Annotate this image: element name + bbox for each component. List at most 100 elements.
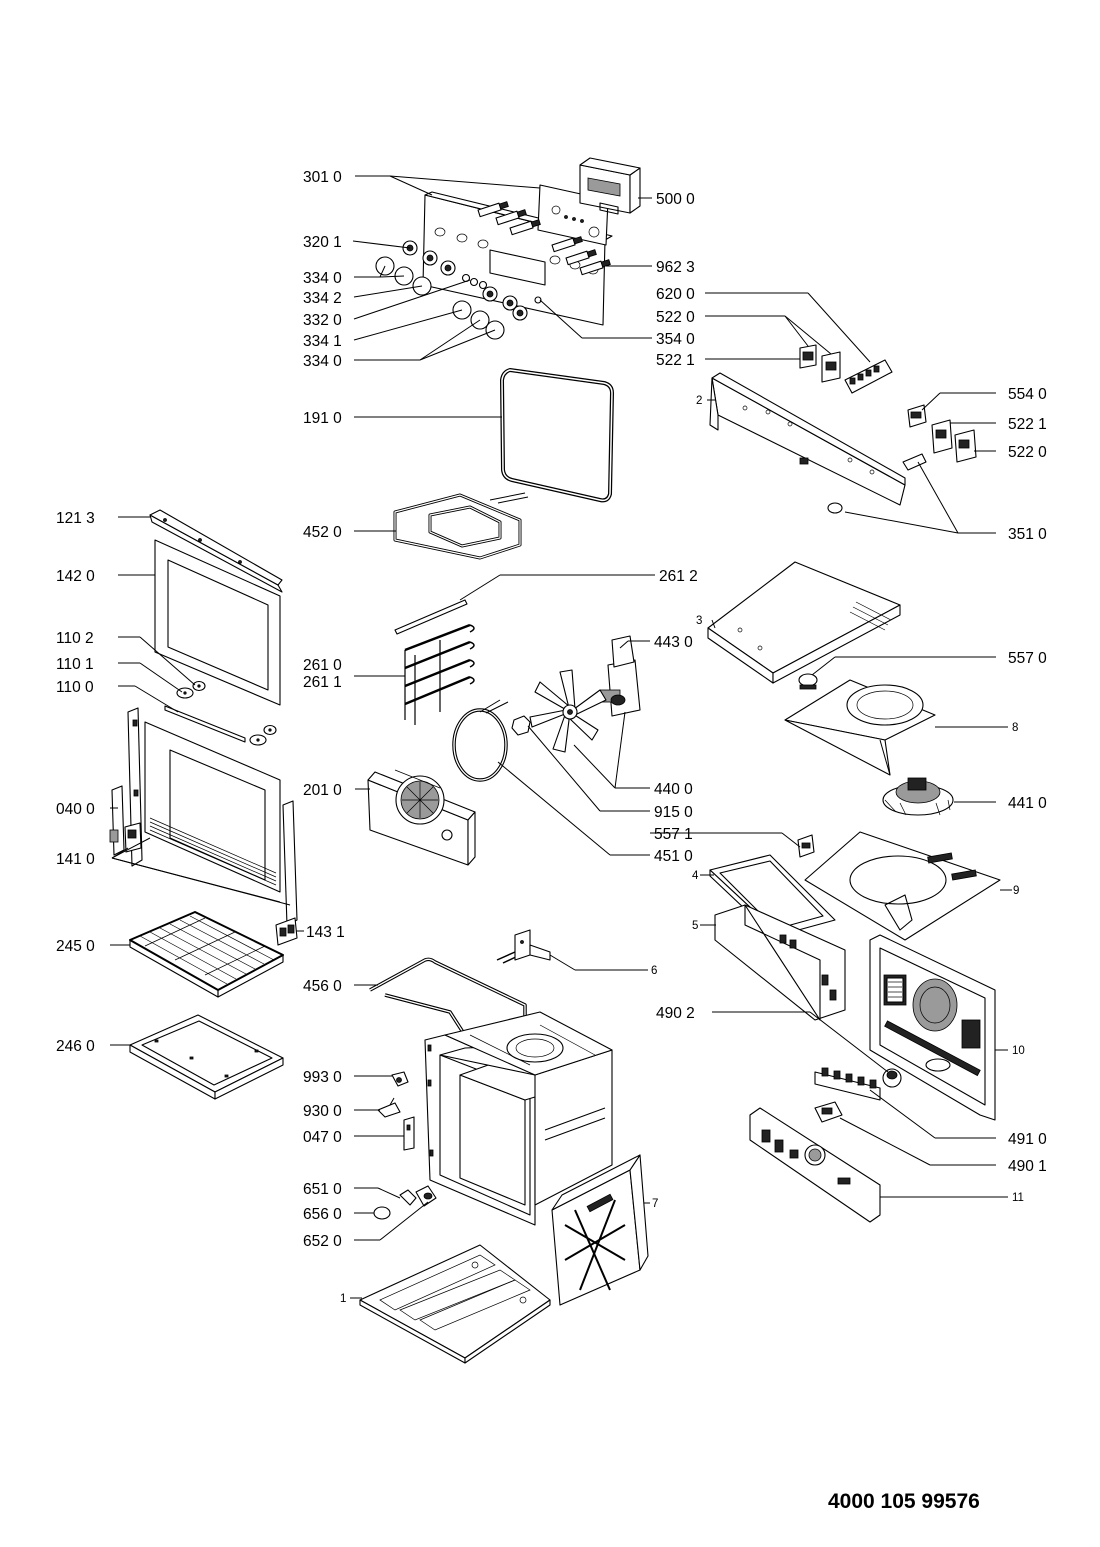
lower-bracket [749, 1107, 881, 1223]
door-hinge [109, 785, 125, 856]
label-651-0: 651 0 [303, 1181, 342, 1198]
label-452-0: 452 0 [303, 524, 342, 541]
outer-door-glass [154, 539, 281, 706]
label-4: 4 [692, 870, 699, 882]
label-040-0: 040 0 [56, 801, 95, 818]
label-443-0: 443 0 [654, 634, 693, 651]
label-8: 8 [1012, 722, 1018, 734]
wire-shelf [129, 911, 284, 998]
cooling-fan [882, 777, 954, 816]
label-6: 6 [651, 965, 657, 977]
label-334-1: 334 1 [303, 333, 342, 350]
label-334-0-bottom: 334 0 [303, 353, 342, 370]
label-10: 10 [1012, 1045, 1025, 1057]
label-440-0: 440 0 [654, 781, 693, 798]
label-141-0: 141 0 [56, 851, 95, 868]
label-246-0: 246 0 [56, 1038, 95, 1055]
label-261-1: 261 1 [303, 674, 342, 691]
cavity-back-panel [551, 1154, 649, 1306]
label-261-2: 261 2 [659, 568, 698, 585]
label-143-1: 143 1 [306, 924, 345, 941]
probe-clip [377, 1097, 401, 1118]
top-plate [804, 831, 1001, 941]
label-522-0-right: 522 0 [1008, 444, 1047, 461]
label-110-2: 110 2 [56, 630, 94, 647]
switches-top [799, 344, 841, 383]
label-2: 2 [696, 395, 702, 407]
oven-cavity [424, 1011, 613, 1226]
label-245-0: 245 0 [56, 938, 95, 955]
fan-duct [784, 679, 936, 776]
door-side-profile-right [282, 800, 298, 926]
control-box [714, 904, 846, 1021]
shelf-supports [404, 623, 475, 725]
thermal-cutout-2 [797, 834, 815, 858]
leader-lines [110, 175, 1012, 1299]
thermostat-sensor [827, 453, 927, 514]
label-11: 11 [1012, 1192, 1024, 1204]
baking-tray [129, 1014, 284, 1100]
element-bracket [514, 929, 551, 961]
label-930-0: 930 0 [303, 1103, 342, 1120]
label-557-1: 557 1 [654, 826, 693, 843]
label-1: 1 [340, 1293, 346, 1305]
switch-spindles [477, 201, 611, 276]
label-110-1: 110 1 [56, 656, 94, 673]
label-3: 3 [696, 615, 702, 627]
small-springs [461, 273, 542, 304]
label-500-0: 500 0 [656, 191, 695, 208]
door-top-profile [149, 509, 283, 593]
label-522-0-top: 522 0 [656, 309, 695, 326]
terminal-block [844, 359, 893, 394]
label-9: 9 [1013, 885, 1019, 897]
label-456-0: 456 0 [303, 978, 342, 995]
label-554-0: 554 0 [1008, 386, 1047, 403]
label-201-0: 201 0 [303, 782, 342, 799]
label-451-0: 451 0 [654, 848, 693, 865]
label-557-0: 557 0 [1008, 650, 1047, 667]
label-110-0: 110 0 [56, 679, 94, 696]
thermal-cutout [798, 673, 818, 690]
label-441-0: 441 0 [1008, 795, 1047, 812]
electronic-clock [579, 157, 641, 215]
lamp-assembly [373, 1185, 437, 1220]
label-261-0: 261 0 [303, 657, 342, 674]
grill-element [393, 492, 529, 560]
knob-rings [402, 240, 528, 321]
fan-blade [529, 669, 607, 753]
switches-right [907, 404, 977, 463]
label-491-0: 491 0 [1008, 1131, 1047, 1148]
bottom-plate [359, 1244, 551, 1364]
circular-heating-element [452, 699, 509, 782]
label-351-0: 351 0 [1008, 526, 1047, 543]
label-354-0: 354 0 [656, 331, 695, 348]
label-7: 7 [652, 1198, 658, 1210]
control-bracket [709, 372, 906, 506]
knob-oven-light [882, 1068, 902, 1088]
door-glass-strip [164, 705, 246, 743]
back-panel [869, 934, 996, 1121]
label-5: 5 [692, 920, 698, 932]
top-cover [707, 561, 901, 684]
label-142-0: 142 0 [56, 568, 95, 585]
label-993-0: 993 0 [303, 1069, 342, 1086]
label-620-0: 620 0 [656, 286, 695, 303]
document-number: 4000 105 99576 [828, 1490, 980, 1513]
label-490-1: 490 1 [1008, 1158, 1047, 1175]
glass-holders [176, 680, 277, 746]
label-191-0: 191 0 [303, 410, 342, 427]
label-334-2: 334 2 [303, 290, 342, 307]
label-121-3: 121 3 [56, 510, 95, 527]
hinge-bracket [124, 822, 142, 853]
lamp-holder [391, 1071, 409, 1087]
label-656-0: 656 0 [303, 1206, 342, 1223]
door-hinge-block [275, 917, 298, 946]
label-915-0: 915 0 [654, 804, 693, 821]
fan-cover-panel [367, 769, 476, 866]
door-switch [403, 1116, 415, 1151]
label-332-0: 332 0 [303, 312, 342, 329]
fan-nut [511, 715, 531, 736]
label-652-0: 652 0 [303, 1233, 342, 1250]
label-522-1-top: 522 1 [656, 352, 695, 369]
